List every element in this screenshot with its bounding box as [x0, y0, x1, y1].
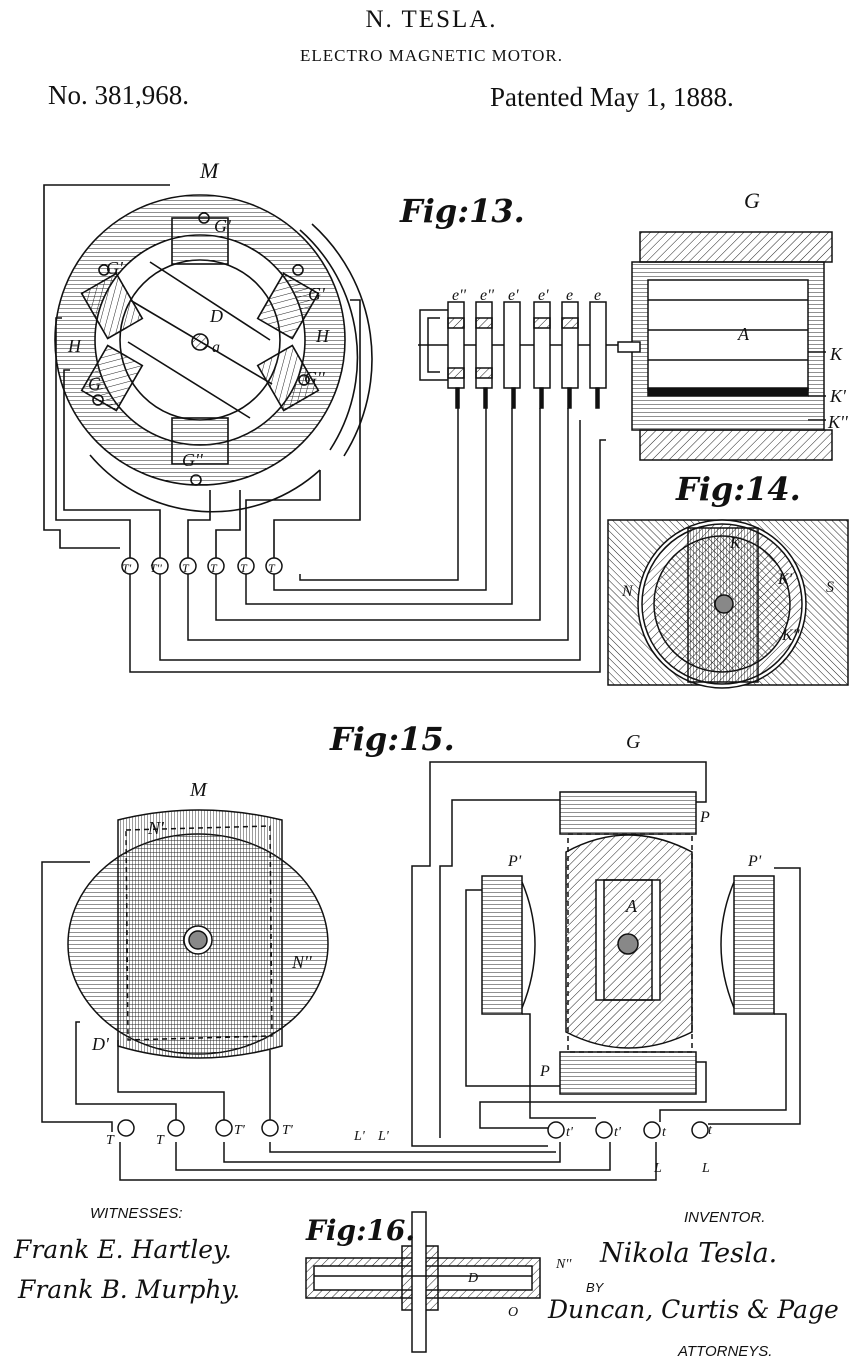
label-G-prime-left: G': [106, 258, 124, 278]
label-S-fig14: S: [826, 579, 834, 596]
fig15-caption: Fig:15.: [329, 720, 455, 758]
witness-signature-2: Frank B. Murphy.: [17, 1275, 240, 1304]
fig13-collector-rings: [418, 301, 630, 409]
patent-number: No. 381,968.: [48, 80, 189, 110]
fig13-generator: [617, 231, 833, 461]
label-H-left: H: [67, 336, 82, 356]
fig15-motor: [67, 809, 329, 1059]
label-G-double-bottom: G'': [182, 450, 204, 470]
label-P-top: P: [699, 809, 710, 826]
patent-title: ELECTRO MAGNETIC MOTOR.: [299, 46, 564, 65]
label-K-double-fig14: K'': [781, 627, 800, 644]
label-L-prime-1: L': [353, 1129, 366, 1144]
witness-signature-1: Frank E. Hartley.: [13, 1235, 232, 1264]
label-D: D: [209, 306, 223, 326]
label-N-fig14: N: [621, 583, 634, 600]
label-T-fig15-2: T: [156, 1133, 165, 1148]
fig16-caption: Fig:16.: [305, 1214, 415, 1247]
label-t-2: t: [708, 1123, 713, 1138]
label-N-double-fig15: N'': [291, 952, 313, 972]
label-e-double-2: e'': [480, 287, 495, 304]
label-G-prime-top: G': [214, 216, 232, 236]
label-t-1: t: [662, 1125, 667, 1140]
label-a: a: [212, 339, 220, 356]
label-M-fig15: M: [189, 779, 208, 801]
fig16-section: [305, 1211, 541, 1353]
label-T-2: T: [210, 561, 218, 575]
fig15-wiring-left: [41, 861, 657, 1181]
label-A-fig13: A: [737, 324, 750, 344]
label-T-prime-1: T': [122, 561, 132, 575]
label-P-bottom: P: [539, 1063, 550, 1080]
label-K-prime-fig14: K': [777, 571, 793, 588]
drawing-labels: M G D a H H G' G' G' G G'' G'' Fig:13. e…: [67, 158, 849, 1320]
fig13-leads: [129, 408, 606, 673]
label-e-1: e: [566, 287, 573, 304]
label-T-prime-fig15-2: T': [282, 1123, 294, 1138]
label-P-prime-right: P': [747, 853, 762, 870]
label-K-fig14: K: [729, 535, 742, 552]
label-N-double-fig16: N'': [555, 1257, 572, 1272]
label-t-prime-2: t': [614, 1125, 622, 1140]
label-O-fig16: O: [508, 1305, 518, 1320]
label-e-2: e: [594, 287, 601, 304]
label-G-fig15: G: [626, 731, 641, 753]
label-N-prime-fig15: N': [147, 818, 165, 838]
fig14-caption: Fig:14.: [675, 470, 801, 508]
witnesses-label: WITNESSES:: [90, 1205, 183, 1222]
label-H-right: H: [315, 326, 330, 346]
signature-block: WITNESSES: Frank E. Hartley. Frank B. Mu…: [13, 1205, 839, 1360]
label-P-prime-left: P': [507, 853, 522, 870]
label-L-prime-2: L': [377, 1129, 390, 1144]
label-L-2: L: [701, 1161, 710, 1176]
fig13-motor: [43, 184, 373, 568]
fig15-terminals: [117, 1119, 709, 1139]
fig13-caption: Fig:13.: [399, 192, 525, 230]
label-D-prime-fig15: D': [91, 1034, 110, 1054]
label-T-1: T: [182, 561, 190, 575]
label-t-prime-1: t': [566, 1125, 574, 1140]
fig13-terminals: [121, 557, 283, 575]
label-G-double-right: G'': [304, 368, 326, 388]
patent-date: Patented May 1, 1888.: [490, 82, 734, 112]
label-e-prime-2: e': [538, 287, 549, 304]
label-e-double-1: e'': [452, 287, 467, 304]
label-T-fig15-1: T: [106, 1133, 115, 1148]
by-label: BY: [586, 1280, 605, 1295]
label-T-3: T: [240, 561, 248, 575]
fig14-section: [607, 519, 849, 689]
label-D-fig16: D: [467, 1271, 478, 1286]
label-T-double: T'': [150, 561, 162, 575]
label-G: G: [744, 188, 760, 213]
label-A-fig15: A: [625, 896, 638, 916]
fig15-generator: [481, 791, 775, 1095]
inventor-signature: Nikola Tesla.: [599, 1238, 777, 1269]
label-G-left: G: [88, 374, 101, 394]
inventor-name: N. TESLA.: [365, 6, 498, 33]
label-L-1: L: [653, 1161, 662, 1176]
label-M: M: [199, 158, 220, 183]
label-T-4: T: [268, 561, 276, 575]
label-T-prime-fig15-1: T': [234, 1123, 246, 1138]
fig15-wiring-right: [411, 761, 801, 1147]
attorneys-signature: Duncan, Curtis & Page: [547, 1295, 839, 1324]
label-K-prime: K': [829, 386, 847, 406]
inventor-label: INVENTOR.: [684, 1209, 765, 1226]
label-G-prime-right: G': [308, 284, 326, 304]
label-K-double: K'': [827, 412, 849, 432]
label-e-prime-1: e': [508, 287, 519, 304]
label-K: K: [829, 344, 843, 364]
attorneys-label: ATTORNEYS.: [677, 1343, 772, 1360]
